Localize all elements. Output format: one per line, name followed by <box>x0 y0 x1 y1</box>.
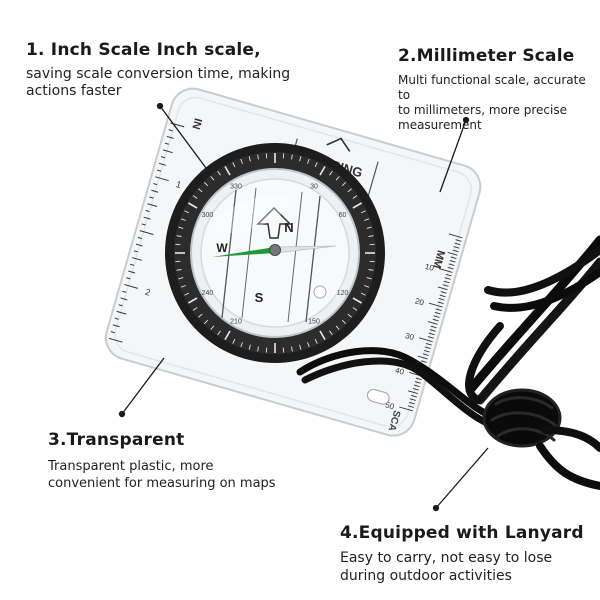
callout-transparent: 3.Transparent Transparent plastic, more … <box>48 430 308 492</box>
mm-tick-label: 20 <box>414 296 426 307</box>
callout-description: Transparent plastic, more convenient for… <box>48 458 308 492</box>
callout-title: 3.Transparent <box>48 430 185 450</box>
dial-number: 330 <box>230 183 242 190</box>
callout-millimeter-scale: 2.Millimeter Scale Multi functional scal… <box>398 46 598 133</box>
inch-scale: 12 <box>108 122 185 343</box>
callout-line: measurement <box>398 118 482 132</box>
bearing-arrow-icon <box>326 137 351 152</box>
mm-tick-label: 30 <box>404 331 416 342</box>
callout-title: 2.Millimeter Scale <box>398 46 575 66</box>
dial-number: 120 <box>337 290 349 297</box>
dial-number: 210 <box>230 319 242 326</box>
callout-line: during outdoor activities <box>340 568 512 584</box>
mm-tick-label: 40 <box>394 366 406 377</box>
callout-description: Easy to carry, not easy to lose during o… <box>340 549 590 585</box>
callout-inch-scale: 1. Inch Scale Inch scale, saving scale c… <box>26 40 316 100</box>
dial-number: 30 <box>310 183 318 190</box>
callout-lanyard: 4.Equipped with Lanyard Easy to carry, n… <box>340 523 590 585</box>
callout-title: 1. Inch Scale Inch scale, <box>26 40 261 60</box>
mm-tick-label: 10 <box>424 262 436 273</box>
compass-needle-north-icon <box>212 247 275 257</box>
mm-tick-label: 50 <box>384 400 396 411</box>
inch-tick-label: 1 <box>175 179 183 190</box>
callout-line: actions faster <box>26 83 122 99</box>
dial-numbers: 30 60 120 150 210 240 300 330 <box>202 183 349 325</box>
dial-number: 60 <box>339 212 347 219</box>
callout-line: Transparent plastic, more <box>48 459 214 474</box>
callout-line: Easy to carry, not easy to lose <box>340 550 553 566</box>
callout-description: saving scale conversion time, making act… <box>26 66 316 100</box>
dial-number: 150 <box>308 319 320 326</box>
card-letter-n: N <box>284 220 293 235</box>
lanyard <box>296 235 600 490</box>
inch-label: IN <box>189 117 204 131</box>
callout-line: Multi functional scale, accurate to <box>398 73 586 102</box>
inch-tick-label: 2 <box>144 287 152 298</box>
mm-label: MM <box>430 249 447 270</box>
callout-line: saving scale conversion time, making <box>26 66 291 82</box>
callout-title: 4.Equipped with Lanyard <box>340 523 584 543</box>
leader-lines <box>118 102 489 512</box>
card-letter-s: S <box>255 290 264 305</box>
dial-number: 240 <box>202 290 214 297</box>
compass-capsule: N S W 30 60 120 150 210 240 300 330 <box>165 143 385 363</box>
card-letter-w: W <box>216 241 228 255</box>
callout-line: to millimeters, more precise <box>398 103 567 117</box>
callout-line: convenient for measuring on maps <box>48 476 276 491</box>
dial-number: 300 <box>202 212 214 219</box>
mm-scale: 10 20 30 40 50 <box>384 233 463 412</box>
callout-description: Multi functional scale, accurate to to m… <box>398 73 598 133</box>
